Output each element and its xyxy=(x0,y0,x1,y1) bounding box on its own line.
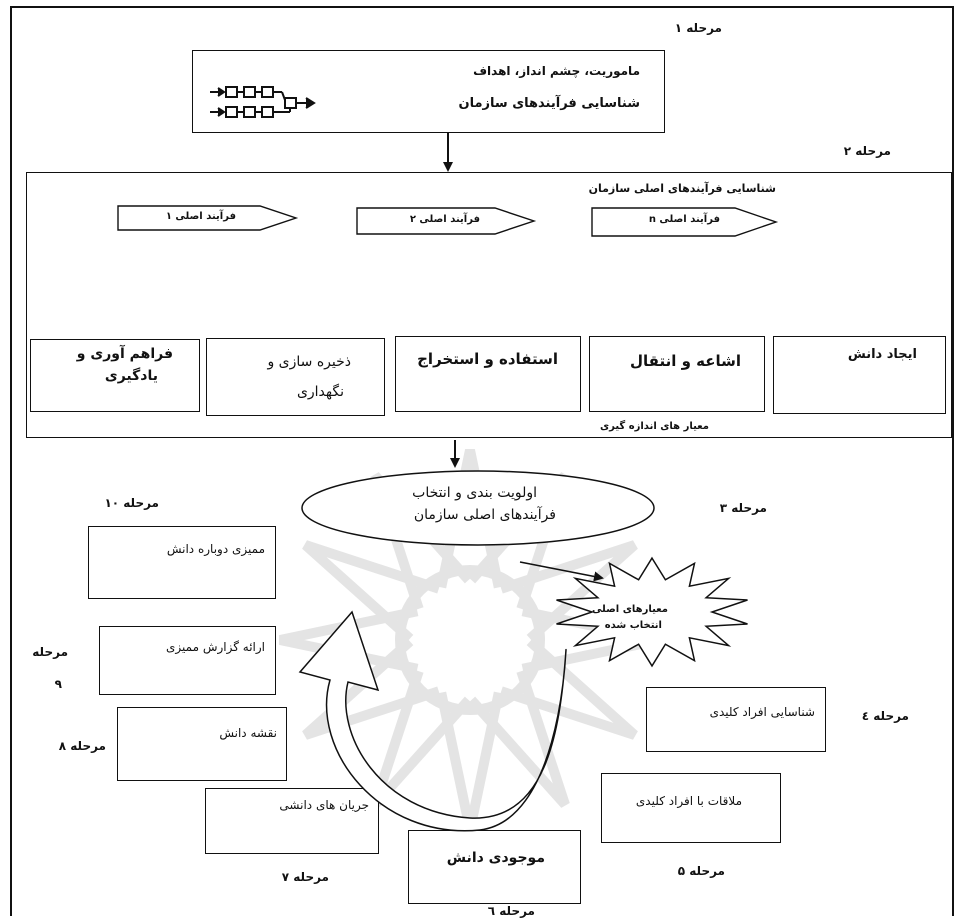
flag-process-2-label: فرآیند اصلی ۲ xyxy=(409,214,480,225)
box-knowledge-flows xyxy=(205,788,379,854)
stage1-line2: شناسایی فرآیندهای سازمان xyxy=(458,96,640,111)
stage-6-label: مرحله ٦ xyxy=(487,904,535,918)
flag-process-1-label: فرآیند اصلی ۱ xyxy=(165,211,236,222)
box-knowledge-create-label: ایجاد دانش xyxy=(847,347,917,362)
box-knowledge-share-label: اشاعه و انتقال xyxy=(630,352,741,370)
stage-4-label: مرحله ٤ xyxy=(861,709,909,723)
stage-9-label-line1: مرحله xyxy=(32,645,68,659)
flag-process-n-label: فرآیند اصلی n xyxy=(648,214,720,225)
box-audit-report-label: ارائه گزارش ممیزی xyxy=(166,640,265,654)
stage-10-label: مرحله ۱۰ xyxy=(104,496,159,510)
stage1-line1: ماموریت، چشم انداز، اهداف xyxy=(473,64,640,78)
box-key-people-meetings xyxy=(601,773,781,843)
box-knowledge-store xyxy=(206,338,385,416)
stage-7-label: مرحله ۷ xyxy=(281,870,329,884)
box-knowledge-map xyxy=(117,707,287,781)
box-knowledge-acquire-line2: یادگیری xyxy=(104,368,158,384)
box-identify-key-people xyxy=(646,687,826,752)
star-line1: معیارهای اصلی xyxy=(591,604,668,615)
box-knowledge-share xyxy=(589,336,765,412)
box-knowledge-flows-label: جریان های دانشی xyxy=(279,798,369,812)
stage-2-label: مرحله ۲ xyxy=(843,144,891,158)
flag-process-n xyxy=(591,207,779,237)
stage2-title: شناسایی فرآیندهای اصلی سازمان xyxy=(588,182,776,195)
arrow-ellipse-to-star xyxy=(519,561,604,582)
star-line2: انتخاب شده xyxy=(604,620,662,631)
stage-8-label: مرحله ۸ xyxy=(58,739,106,753)
box-key-people-meetings-label: ملاقات با افراد کلیدی xyxy=(635,794,742,808)
diagram-frame xyxy=(10,6,954,916)
measurement-criteria-label: معیار های اندازه گیری xyxy=(599,421,709,432)
flag-process-2 xyxy=(356,207,537,235)
box-knowledge-reaudit xyxy=(88,526,276,599)
box-identify-key-people-label: شناسایی افراد کلیدی xyxy=(709,705,815,719)
stage-9-label-line2: ۹ xyxy=(54,677,62,691)
stage-5-label: مرحله ۵ xyxy=(677,864,725,878)
flag-process-1 xyxy=(117,205,299,231)
box-knowledge-use xyxy=(395,336,581,412)
box-knowledge-store-line1: ذخیره سازی و xyxy=(267,354,351,370)
box-knowledge-acquire-line1: فراهم آوری و xyxy=(76,346,173,362)
box-knowledge-inventory-label: موجودی دانش xyxy=(446,850,545,866)
box-knowledge-store-line2: نگهداری xyxy=(296,384,344,400)
stage-3-label: مرحله ۳ xyxy=(719,501,767,515)
stage3-ellipse-line1: اولویت بندی و انتخاب xyxy=(412,485,537,501)
box-knowledge-use-label: استفاده و استخراج xyxy=(417,350,558,368)
box-knowledge-inventory xyxy=(408,830,581,904)
box-knowledge-reaudit-label: ممیزی دوباره دانش xyxy=(166,542,265,556)
stage-1-label: مرحله ۱ xyxy=(674,21,722,35)
box-knowledge-map-label: نقشه دانش xyxy=(219,726,277,740)
box-knowledge-create xyxy=(773,336,946,414)
box-knowledge-acquire xyxy=(30,339,200,412)
box-audit-report xyxy=(99,626,276,695)
stage3-ellipse-line2: فرآیندهای اصلی سازمان xyxy=(413,507,556,523)
